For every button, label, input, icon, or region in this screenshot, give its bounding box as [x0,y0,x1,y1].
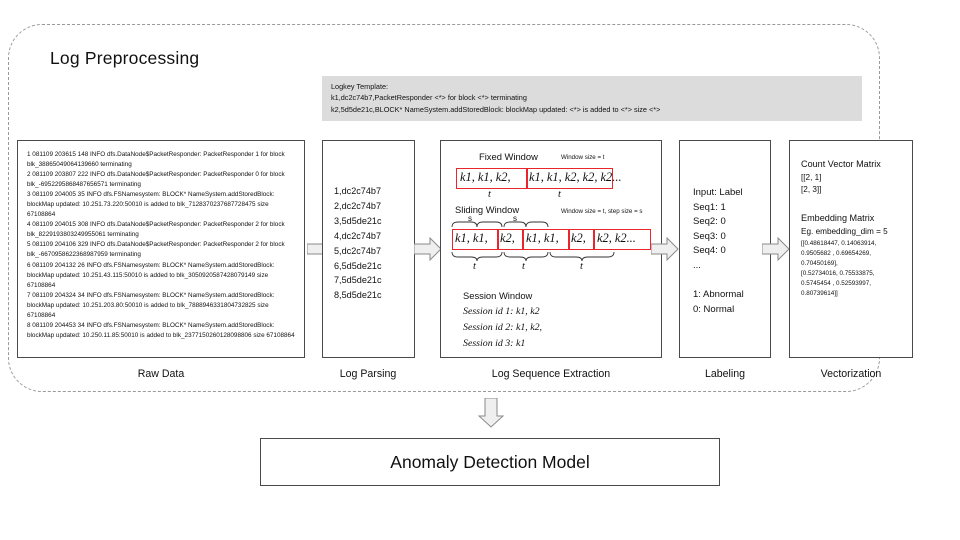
fixed-window-title: Fixed Window [479,151,538,162]
sliding-highlight-2 [498,229,523,250]
sliding-window-title: Sliding Window [455,204,520,215]
group-title: Log Preprocessing [50,48,200,68]
labeling-box: Input: Label Seq1: 1 Seq2: 0 Seq3: 0 Seq… [679,140,771,358]
sliding-highlight-3 [523,229,569,250]
fixed-window-segment-2: k1, k1, k2, k2, k2... [529,170,622,184]
fixed-window-highlight-1 [456,168,527,189]
session-window-title: Session Window [463,290,533,301]
anomaly-detection-model-box: Anomaly Detection Model [260,438,720,486]
sliding-tick-2: t [522,261,525,272]
vectorization-box: Count Vector Matrix [[2, 1] [2, 3]] Embe… [789,140,913,358]
sliding-top-braces [451,221,549,228]
sliding-tick-3: t [580,261,583,272]
fixed-window-segment-1: k1, k1, k2, [460,170,511,184]
sliding-segment-2: k2, [500,231,515,245]
embedding-values: [[0.48618447, 0.14063914, 0.9505682 , 0.… [801,240,877,297]
count-vector-values: [[2, 1] [2, 3]] [801,173,822,194]
log-parsing-box: 1,dc2c74b7 2,dc2c74b7 3,5d5de21c 4,dc2c7… [322,140,415,358]
logkey-template-panel: Logkey Template: k1,dc2c74b7,PacketRespo… [322,76,862,121]
session-row-1: Session id 1: k1, k2 [463,306,540,317]
sliding-window-param: Window size = t, step size = s [561,208,643,215]
session-row-2: Session id 2: k1, k2, [463,322,542,333]
embedding-title: Embedding Matrix [801,213,875,223]
sliding-highlight-5 [594,229,651,250]
sliding-tick-1: t [473,261,476,272]
fixed-window-tick-1: t [488,189,491,200]
caption-vectorization: Vectorization [820,368,882,380]
sliding-step-label-2: s [513,214,517,223]
raw-data-box: 1 081109 203615 148 INFO dfs.DataNode$Pa… [17,140,305,358]
sliding-highlight-4 [569,229,594,250]
caption-log-parsing: Log Parsing [339,368,397,380]
sliding-bottom-braces [451,251,615,261]
sliding-segment-1: k1, k1, [455,231,488,245]
session-row-3: Session id 3: k1 [463,338,526,349]
arrow-sequence-to-labeling [651,237,679,261]
fixed-window-tick-2: t [558,189,561,200]
log-sequence-extraction-box: Fixed Window Window size = t k1, k1, k2,… [440,140,662,358]
embedding-note: Eg. embedding_dim = 5 [801,227,888,236]
fixed-window-param: Window size = t [561,154,605,161]
raw-data-text: 1 081109 203615 148 INFO dfs.DataNode$Pa… [27,151,295,339]
sliding-segment-3: k1, k1, [526,231,559,245]
sliding-step-label-1: s [468,214,472,223]
arrow-labeling-to-vectorization [762,237,790,261]
labeling-text: Input: Label Seq1: 1 Seq2: 0 Seq3: 0 Seq… [693,187,744,315]
sliding-segment-5: k2, k2... [597,231,636,245]
caption-log-sequence-extraction: Log Sequence Extraction [491,368,611,380]
log-parsing-text: 1,dc2c74b7 2,dc2c74b7 3,5d5de21c 4,dc2c7… [334,186,382,301]
caption-raw-data: Raw Data [137,368,185,380]
arrow-to-model [478,398,504,428]
model-label: Anomaly Detection Model [390,451,590,472]
sliding-segment-4: k2, [571,231,586,245]
fixed-window-highlight-2 [527,168,613,189]
count-vector-title: Count Vector Matrix [801,159,881,169]
arrow-parsing-to-sequence [414,237,442,261]
sliding-highlight-1 [452,229,498,250]
caption-labeling: Labeling [704,368,746,380]
